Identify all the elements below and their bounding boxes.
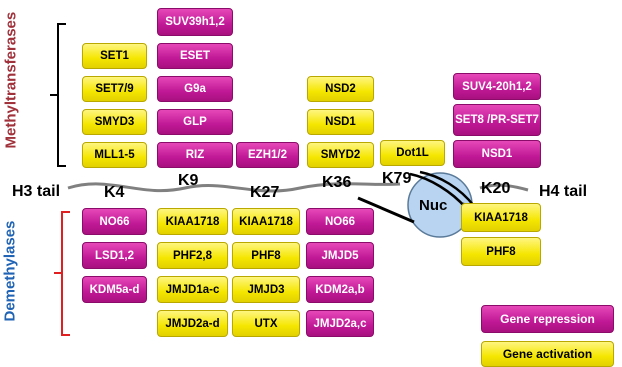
mt-k4-smyd3: SMYD3 [82,109,147,135]
site-k20: K20 [481,180,511,197]
nucleosome-label: Nuc [419,197,448,214]
dm-k9-kiaa1718: KIAA1718 [157,208,228,235]
dm-k27-jmjd3: JMJD3 [232,276,300,303]
mt-k79-dot1l: Dot1L [380,140,445,166]
h3-tail-label: H3 tail [12,183,61,200]
site-k79: K79 [382,170,412,187]
mt-k20-suv4-20h1-2: SUV4-20h1,2 [453,73,541,100]
h4-tail-line [479,183,529,192]
legend-gene-activation: Gene activation [481,341,614,367]
dm-k36-no66: NO66 [306,208,374,235]
site-k27: K27 [250,184,280,201]
dm-k27-phf8: PHF8 [232,242,300,269]
mt-k36-nsd1: NSD1 [307,109,374,135]
dm-k4-lsd1-2: LSD1,2 [82,242,147,269]
mt-k9-suv39h1-2: SUV39h1,2 [157,8,233,36]
mt-k4-set7-9: SET7/9 [82,76,147,102]
h3-tail-line [67,182,401,193]
mt-k9-glp: GLP [157,109,233,135]
dm-k36-jmjd2a-c: JMJD2a,c [306,310,374,337]
dm-k36-kdm2a-b: KDM2a,b [306,276,374,303]
mt-k20-set8: SET8 /PR-SET7 [453,104,541,136]
site-k4: K4 [104,184,125,201]
mt-k9-riz: RIZ [157,142,233,168]
dm-k27-kiaa1718: KIAA1718 [232,208,300,235]
mt-k4-mll1-5: MLL1-5 [82,142,147,168]
dm-k4-no66: NO66 [82,208,147,235]
dm-k4-kdm5a-d: KDM5a-d [82,276,147,303]
mt-k27-ezh1-2: EZH1/2 [236,142,299,168]
h4-tail-label: H4 tail [539,183,588,200]
dm-k36-jmjd5: JMJD5 [306,242,374,269]
dm-k20-kiaa1718: KIAA1718 [461,203,541,232]
mt-k4-set1: SET1 [82,43,147,69]
site-k36: K36 [322,174,352,191]
dm-k9-phf2-8: PHF2,8 [157,242,228,269]
demethylase-bracket [54,211,70,336]
mt-k36-nsd2: NSD2 [307,76,374,102]
nucleosome-wrap-3 [419,170,475,207]
dm-k27-utx: UTX [232,310,300,337]
nucleosome-wrap-1 [357,196,415,224]
mt-k9-eset: ESET [157,43,233,69]
methyltransferases-label: Methyltransferases [2,11,20,149]
site-k9: K9 [178,172,199,189]
dm-k20-phf8: PHF8 [461,237,541,266]
legend-gene-repression: Gene repression [481,305,614,333]
dm-k9-jmjd1a-c: JMJD1a-c [157,276,228,303]
demethylases-label: Demethylases [1,220,19,322]
dm-k9-jmjd2a-d: JMJD2a-d [157,310,228,337]
mt-k9-g9a: G9a [157,76,233,102]
mt-k20-nsd1: NSD1 [453,140,541,168]
methyltransferase-bracket [50,23,66,167]
mt-k36-smyd2: SMYD2 [307,142,374,168]
